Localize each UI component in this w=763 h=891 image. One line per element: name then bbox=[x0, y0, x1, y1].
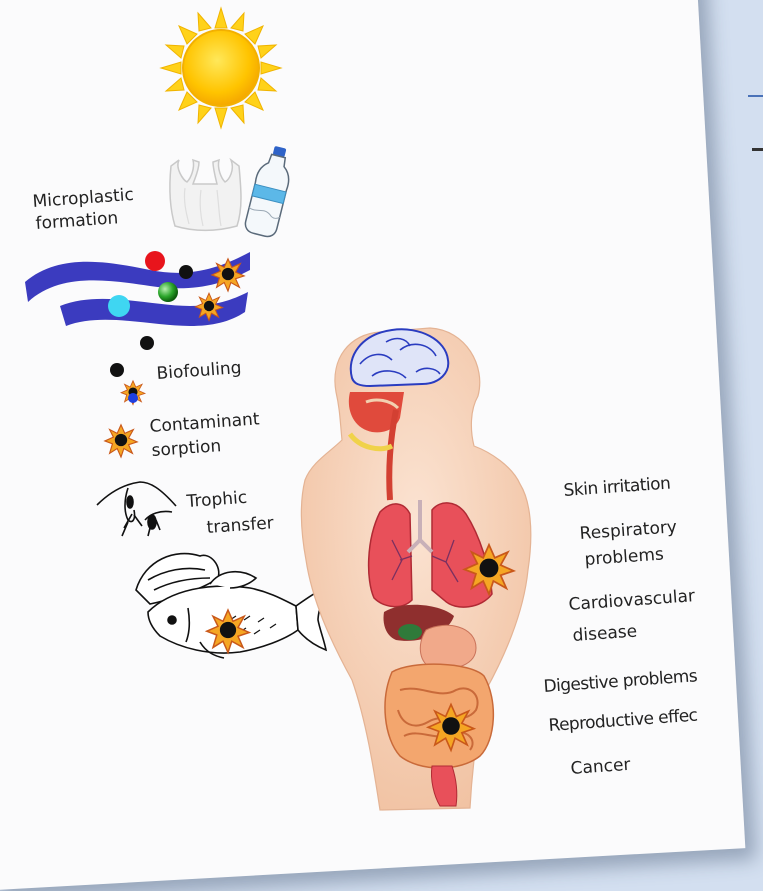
stomach bbox=[420, 625, 476, 669]
black-particle bbox=[179, 265, 193, 279]
effect-cancer: Cancer bbox=[570, 755, 631, 779]
red-particle bbox=[145, 251, 165, 271]
contaminant-in-lungs-icon bbox=[464, 545, 513, 594]
zooplankton-icon bbox=[97, 482, 176, 536]
cyan-particle bbox=[108, 295, 130, 317]
contaminant-icon bbox=[195, 293, 222, 320]
sun-icon bbox=[161, 8, 281, 128]
biofouling-icon bbox=[110, 363, 145, 405]
label-trophic-transfer-1: Trophic bbox=[186, 488, 248, 512]
green-particle bbox=[158, 282, 178, 302]
bottle-icon bbox=[243, 143, 296, 238]
contaminant-icon bbox=[212, 259, 244, 291]
contaminant-sorption-icon bbox=[105, 425, 137, 457]
contaminant-in-fish-icon bbox=[207, 610, 250, 653]
contaminant-in-intestines-icon bbox=[428, 704, 474, 750]
black-particle bbox=[140, 336, 154, 350]
plastic-bag-icon bbox=[170, 160, 241, 231]
